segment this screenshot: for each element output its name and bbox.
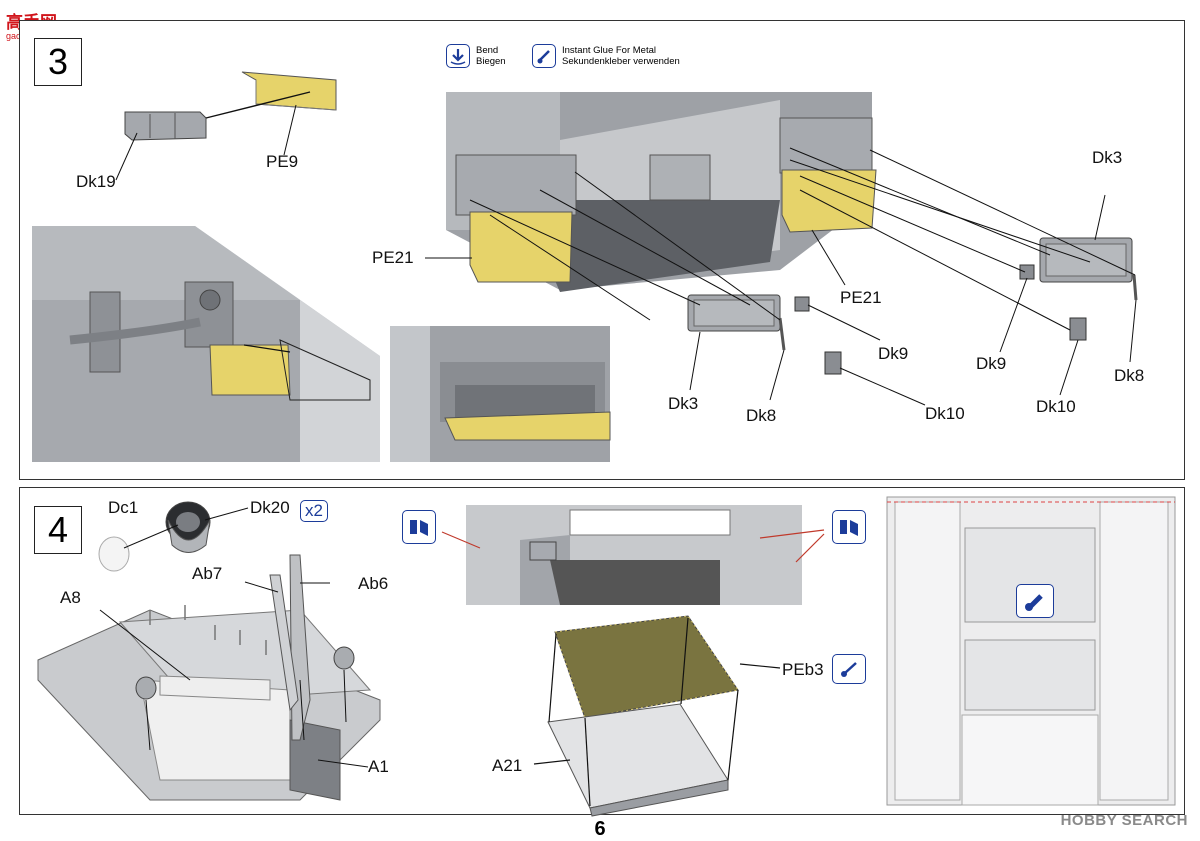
step-4-number: 4	[34, 506, 82, 554]
fold-icon-left	[402, 510, 436, 544]
label-a1: A1	[368, 757, 389, 776]
label-dk3-right: Dk3	[1092, 148, 1123, 167]
label-a21: A21	[492, 756, 523, 775]
mid-hull-view	[466, 505, 802, 605]
fold-icon-right-box	[832, 510, 866, 544]
label-dk10-right: Dk10	[1036, 397, 1076, 416]
part-dk9-left-shape	[794, 296, 810, 312]
part-dk8-left-shape	[778, 317, 786, 351]
glue-icon-schematic	[1016, 584, 1054, 618]
label-dk3-left: Dk3	[668, 394, 699, 413]
part-peb3-mesh	[554, 615, 739, 719]
part-dc1-shape	[98, 536, 130, 572]
label-dk8-right: Dk8	[1114, 366, 1145, 385]
glue-icon-schematic-box	[1016, 584, 1054, 618]
label-dk19: Dk19	[76, 172, 116, 191]
label-pe21-right: PE21	[840, 288, 882, 307]
label-ab6: Ab6	[358, 574, 389, 593]
watermark: HOBBY SEARCH	[1060, 812, 1188, 829]
part-dk3-right-box	[1039, 237, 1133, 283]
part-dk8-right-shape	[1132, 274, 1138, 301]
glue-icon-peb3-box	[832, 654, 866, 684]
step-4-mesh-lines	[533, 617, 781, 807]
label-dk10-left: Dk10	[925, 404, 965, 423]
detail-view-inset	[390, 326, 611, 462]
part-a21-plate	[547, 703, 729, 817]
hull-front-assembly	[37, 554, 381, 801]
main-hull-assembly	[446, 92, 877, 292]
label-pe9: PE9	[266, 152, 299, 171]
label-a8: A8	[60, 588, 81, 607]
glue-label-de: Sekundenkleber verwenden	[562, 56, 680, 67]
glue-icon	[532, 44, 556, 68]
step-4-front-leader-lines	[99, 581, 369, 768]
part-dk20-shape	[165, 501, 211, 553]
label-dk20: Dk20	[250, 498, 290, 517]
part-dk10-left-shape	[824, 351, 842, 375]
glue-icon-peb3	[832, 654, 866, 684]
glue-label-en: Instant Glue For Metal	[562, 45, 656, 56]
fold-icon-right	[832, 510, 866, 544]
step-3-number: 3	[34, 38, 82, 86]
label-ab7: Ab7	[192, 564, 223, 583]
bend-icon	[446, 44, 470, 68]
hull-underside-schematic	[886, 496, 1176, 806]
page-number: 6	[594, 818, 606, 840]
label-dk8-left: Dk8	[746, 406, 777, 425]
label-dk9-right: Dk9	[976, 354, 1007, 373]
multiplier-badge: x2	[300, 500, 328, 522]
part-dk19	[124, 111, 207, 141]
label-dk9-left: Dk9	[878, 344, 909, 363]
detail-view-left	[32, 226, 380, 462]
bend-label-de: Biegen	[476, 56, 506, 67]
bend-label-en: Bend	[476, 45, 499, 56]
step-3-assembly-lines	[425, 147, 1137, 406]
label-peb3: PEb3	[782, 660, 824, 679]
label-dc1: Dc1	[108, 498, 139, 517]
fold-icon-left-box	[402, 510, 436, 544]
label-pe21-left: PE21	[372, 248, 414, 267]
